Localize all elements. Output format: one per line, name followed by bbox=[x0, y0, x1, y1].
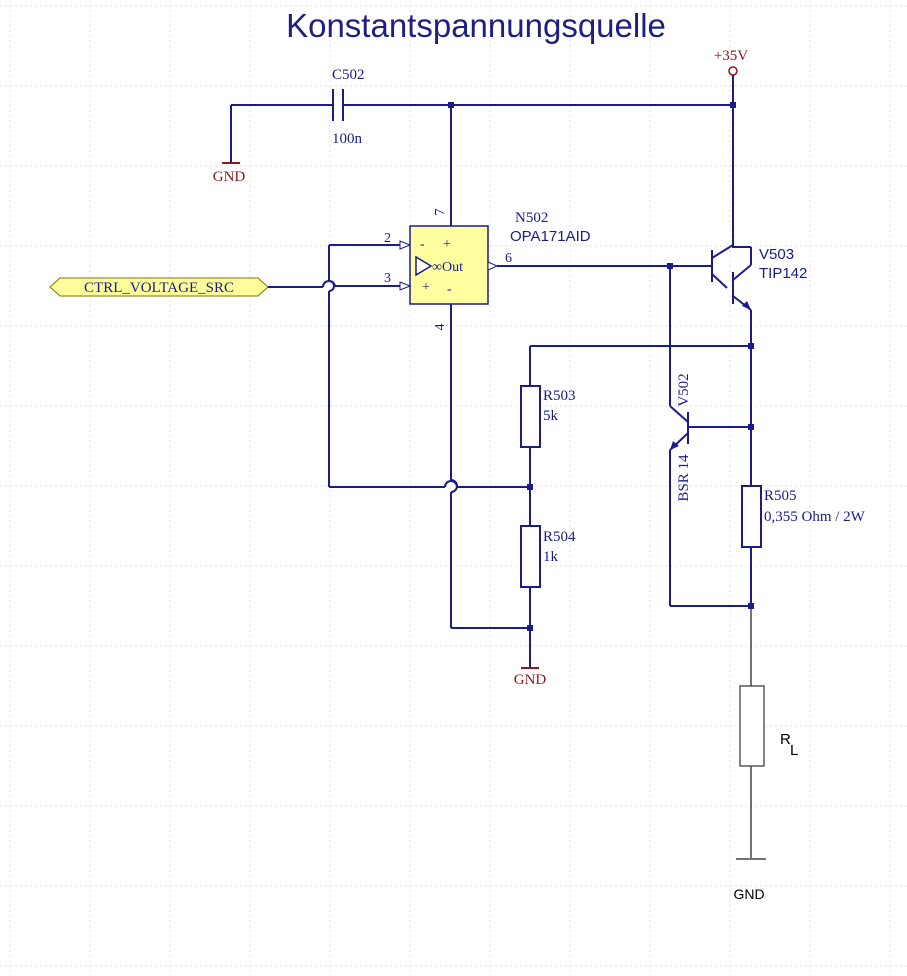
vcc-label: +35V bbox=[714, 48, 748, 64]
vcc-port: +35V bbox=[714, 48, 748, 245]
net-label-text: CTRL_VOLTAGE_SRC bbox=[84, 280, 234, 296]
load-subscript: L bbox=[790, 742, 798, 759]
cap-designator: C502 bbox=[332, 67, 365, 83]
opamp-out-label: ∞Out bbox=[432, 260, 463, 275]
gnd-symbol-top: GND bbox=[213, 162, 246, 185]
opamp-pin-4: 4 bbox=[433, 324, 448, 331]
r505-designator: R505 bbox=[764, 488, 797, 504]
junctions bbox=[448, 102, 754, 631]
opamp-pin-2: 2 bbox=[384, 231, 391, 246]
junction-rail-vcc bbox=[730, 102, 736, 108]
opamp-minus-sign-2: - bbox=[447, 282, 452, 297]
opamp-triangle-icon bbox=[415, 255, 433, 277]
resistor-r504: R504 1k bbox=[520, 525, 576, 667]
v503-emitter-1 bbox=[711, 273, 728, 289]
gnd-label-bottom: GND bbox=[733, 886, 764, 902]
capacitor-c502: C502 100n bbox=[230, 67, 733, 162]
load-body bbox=[739, 685, 765, 767]
load-resistor: R L GND bbox=[733, 606, 798, 902]
r504-body bbox=[520, 525, 541, 588]
wire-crossover-ctrl bbox=[322, 280, 336, 288]
junction-sense bbox=[748, 603, 754, 609]
opamp-part: OPA171AID bbox=[510, 228, 591, 245]
opamp-minus-sign: - bbox=[420, 237, 425, 252]
r504-value: 1k bbox=[543, 549, 559, 565]
r505-value: 0,355 Ohm / 2W bbox=[764, 509, 866, 525]
wire-crossover-fb bbox=[444, 480, 458, 488]
v502-emitter-arrow bbox=[670, 441, 679, 450]
junction-emitter bbox=[748, 343, 754, 349]
junction-rail-opamp bbox=[448, 102, 454, 108]
transistor-v503: V503 TIP142 bbox=[711, 244, 807, 606]
load-label: R bbox=[780, 731, 791, 748]
opamp-designator: N502 bbox=[515, 210, 548, 226]
opamp-plus-sign-2: + bbox=[422, 280, 430, 295]
v503-collector-1 bbox=[711, 244, 734, 259]
junction-divider bbox=[527, 484, 533, 490]
junction-gnd bbox=[527, 625, 533, 631]
v503-part: TIP142 bbox=[759, 265, 807, 282]
r503-body bbox=[520, 385, 541, 448]
gnd-label-mid: GND bbox=[514, 672, 547, 688]
pin3-arrow bbox=[399, 281, 412, 291]
opamp-pin-7: 7 bbox=[433, 209, 448, 216]
junction-base bbox=[667, 263, 673, 269]
v503-emitter-arrow bbox=[742, 301, 751, 310]
transistor-v502: V502 BSR 14 bbox=[669, 266, 751, 607]
r503-designator: R503 bbox=[543, 388, 576, 404]
gnd-symbol-mid: GND bbox=[514, 667, 547, 688]
resistor-r503: R503 5k bbox=[520, 345, 751, 526]
net-label-ctrl: CTRL_VOLTAGE_SRC bbox=[49, 277, 336, 297]
cap-value: 100n bbox=[332, 131, 363, 147]
resistor-r505: R505 0,355 Ohm / 2W bbox=[741, 485, 866, 548]
opamp-pin-6: 6 bbox=[505, 251, 512, 266]
junction-v502-base bbox=[748, 424, 754, 430]
v502-collector-line bbox=[669, 405, 689, 423]
gnd-label-top: GND bbox=[213, 169, 246, 185]
vcc-port-circle bbox=[728, 66, 738, 76]
v502-designator: V502 bbox=[676, 373, 692, 406]
page-title: Konstantspannungsquelle bbox=[286, 7, 666, 44]
pin6-arrow bbox=[487, 261, 499, 271]
v502-part: BSR 14 bbox=[676, 454, 692, 502]
r504-designator: R504 bbox=[543, 529, 576, 545]
opamp-n502: - + ∞Out + - 2 3 6 7 4 N502 OPA171AID bbox=[335, 105, 712, 629]
pin2-arrow bbox=[399, 240, 412, 250]
feedback-network bbox=[328, 244, 530, 488]
opamp-plus-sign: + bbox=[443, 237, 451, 252]
v503-collector-2 bbox=[732, 264, 752, 281]
r505-body bbox=[741, 485, 762, 548]
opamp-pin-3: 3 bbox=[384, 271, 391, 286]
v503-designator: V503 bbox=[759, 246, 794, 263]
r503-value: 5k bbox=[543, 408, 559, 424]
